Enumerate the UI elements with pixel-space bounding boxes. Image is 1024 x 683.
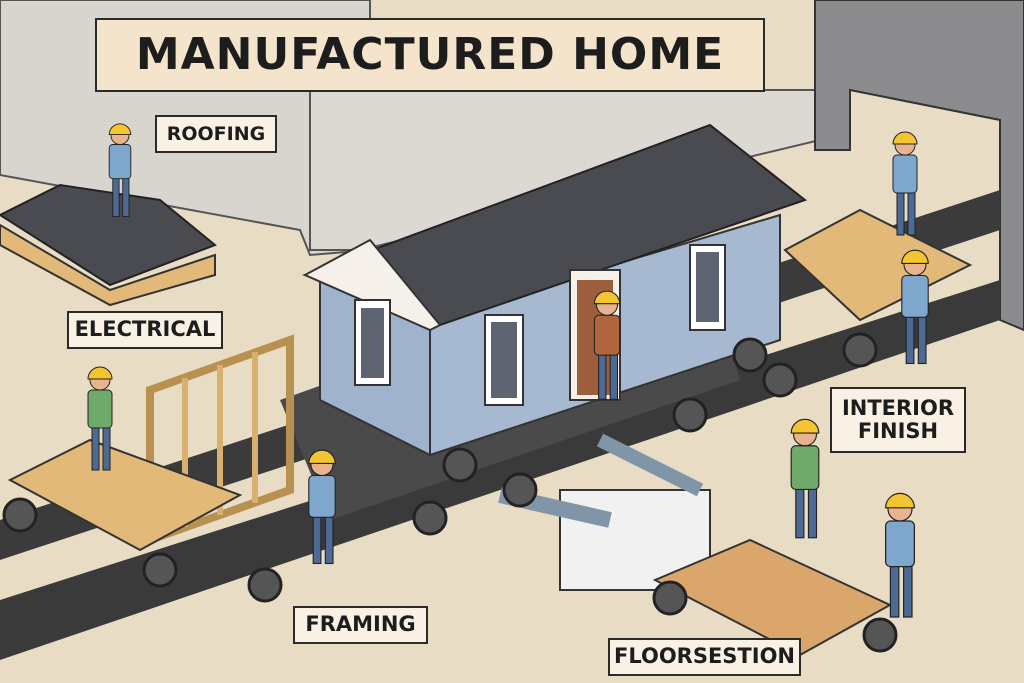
label-roofing: ROOFING [155,115,277,153]
label-interior-line2: FINISH [857,419,939,443]
label-electrical: ELECTRICAL [67,311,223,349]
worker [108,123,132,217]
worker [87,366,113,471]
label-interior-line1: INTERIOR [841,395,955,420]
wheel [412,500,448,536]
floor-panel-right [783,208,973,322]
workers [87,123,929,618]
wheel [862,617,898,653]
wheel [247,567,283,603]
label-floor-section: FLOORSESTION [608,638,801,676]
worker [790,418,820,539]
pipe-2 [596,433,704,497]
wheel [842,332,878,368]
worker [593,290,621,400]
worker [892,131,918,236]
conveyor-belt-main [0,280,1000,660]
floor-frame-left [7,438,243,552]
right-wall-column [814,0,1024,332]
page-title: MANUFACTURED HOME [95,18,765,92]
wheel [762,362,798,398]
worker [901,249,929,365]
wheel [652,580,688,616]
label-framing: FRAMING [293,606,428,644]
worker [884,492,916,618]
wheel [502,472,538,508]
label-interior-finish: INTERIOR FINISH [830,387,966,453]
roof-section-base [0,223,216,307]
wheel [732,337,768,373]
roof-section-shingles [0,183,217,287]
wheel [672,397,708,433]
conveyor-wheels [2,332,898,653]
wheel [442,447,478,483]
worker [308,449,336,565]
wheel [142,552,178,588]
wheel [2,497,38,533]
